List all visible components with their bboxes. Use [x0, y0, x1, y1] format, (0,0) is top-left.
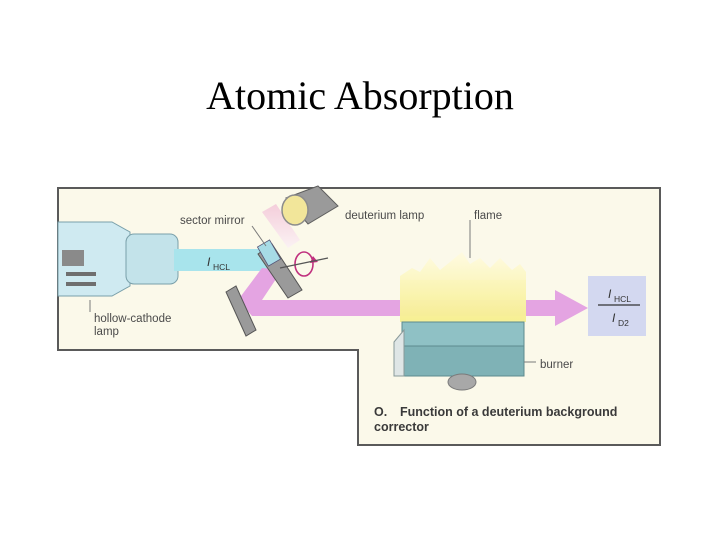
- ratio-denominator-subscript: D2: [618, 318, 629, 328]
- sector-mirror: [256, 239, 303, 299]
- flame-label: flame: [474, 210, 502, 222]
- hollow-cathode-label-line1: hollow-cathode: [94, 313, 171, 325]
- hollow-cathode-lamp: [57, 221, 179, 297]
- ratio-denominator: I: [612, 311, 616, 325]
- caption-letter: O.: [374, 405, 387, 419]
- caption-line1: Function of a deuterium background: [400, 405, 617, 419]
- caption-line2: corrector: [374, 420, 429, 434]
- fixed-mirror: [225, 285, 257, 337]
- ratio-numerator: I: [608, 287, 612, 301]
- ratio-numerator-subscript: HCL: [614, 294, 631, 304]
- hollow-cathode-label-line2: lamp: [94, 326, 119, 338]
- hcl-beam: [174, 249, 274, 271]
- detector-box: [588, 276, 646, 336]
- deuterium-lamp: [262, 185, 339, 248]
- slide-title: Atomic Absorption: [206, 73, 514, 118]
- hcl-beam-subscript: HCL: [213, 262, 230, 272]
- burner-label: burner: [540, 359, 573, 371]
- rotation-arrow-icon: [279, 251, 329, 277]
- flame: [400, 252, 526, 322]
- sector-mirror-label: sector mirror: [180, 215, 245, 227]
- deuterium-lamp-label: deuterium lamp: [345, 210, 424, 222]
- hcl-beam-symbol: I: [207, 255, 211, 269]
- leader-lines: [89, 220, 536, 363]
- burner: [393, 321, 525, 391]
